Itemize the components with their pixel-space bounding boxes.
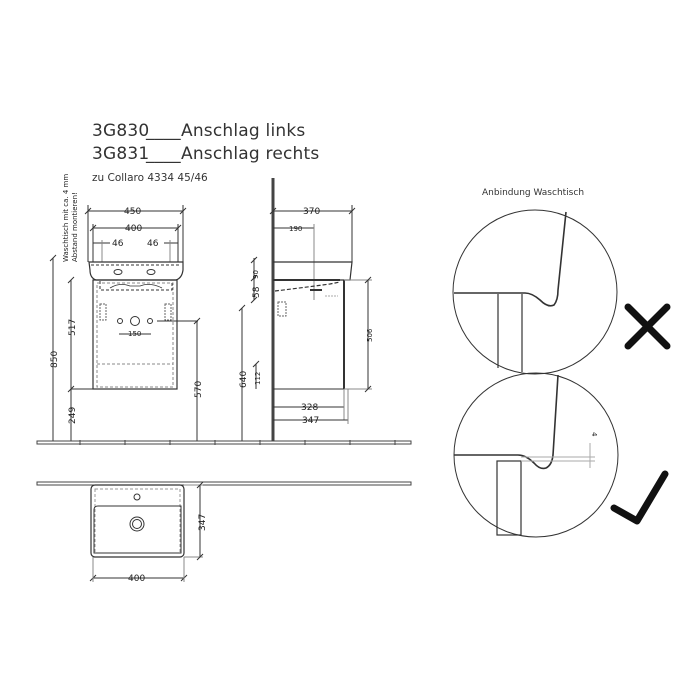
dim-floor-clearance: 249	[68, 407, 78, 424]
dim-cabinet-height-side: 506	[366, 328, 374, 342]
dim-outer-depth: 347	[302, 416, 319, 426]
dim-basin-height: 90	[252, 270, 260, 279]
title-line2-label: Anschlag rechts	[181, 144, 319, 164]
title-line1-sep: ____	[145, 121, 181, 141]
dim-mount-height: 640	[239, 371, 249, 388]
subtitle: zu Collaro 4334 45/46	[92, 172, 208, 184]
front-note-line1: Waschtisch mit ca. 4 mm	[62, 174, 70, 262]
front-note-line2: Abstand montieren!	[71, 192, 79, 262]
title-line2-code: 3G831	[92, 144, 149, 164]
dim-total-height: 850	[50, 351, 60, 368]
dim-top-depth: 347	[198, 514, 208, 531]
top-view: 347 400	[36, 481, 412, 584]
title-line1-label: Anschlag links	[181, 121, 305, 141]
detail-right: 4	[453, 372, 619, 538]
dim-drain-height: 570	[194, 381, 204, 398]
detail-gap-label: 4	[590, 432, 598, 437]
detail-title: Anbindung Waschtisch	[482, 188, 584, 198]
title-block: 3G830 ____ Anschlag links 3G831 ____ Ans…	[92, 121, 319, 184]
cross-icon	[624, 303, 671, 350]
dim-drain-center: 190	[289, 225, 302, 233]
side-view: 370 190 90 58 640 112 506 328	[238, 178, 374, 442]
dim-depth: 370	[303, 207, 320, 217]
dim-bottom-offset: 112	[254, 372, 262, 385]
front-view: Waschtisch mit ca. 4 mm Abstand montiere…	[49, 174, 204, 442]
dim-drain-spacing: 150	[128, 330, 141, 338]
check-icon	[610, 470, 669, 525]
dim-basin-width: 400	[125, 224, 142, 234]
dim-inner-depth: 328	[301, 403, 318, 413]
floor-line	[36, 440, 412, 445]
title-line1-code: 3G830	[92, 121, 149, 141]
detail-views: Anbindung Waschtisch 4	[452, 188, 671, 538]
dim-top-width: 400	[128, 574, 145, 584]
dim-right-offset: 46	[147, 239, 159, 249]
dim-left-offset: 46	[112, 239, 124, 249]
dim-gap: 58	[252, 286, 262, 298]
dim-cabinet-height: 517	[68, 319, 78, 336]
detail-wrong	[452, 209, 618, 375]
title-line2-sep: ____	[145, 144, 181, 164]
dim-overall-width: 450	[124, 207, 141, 217]
